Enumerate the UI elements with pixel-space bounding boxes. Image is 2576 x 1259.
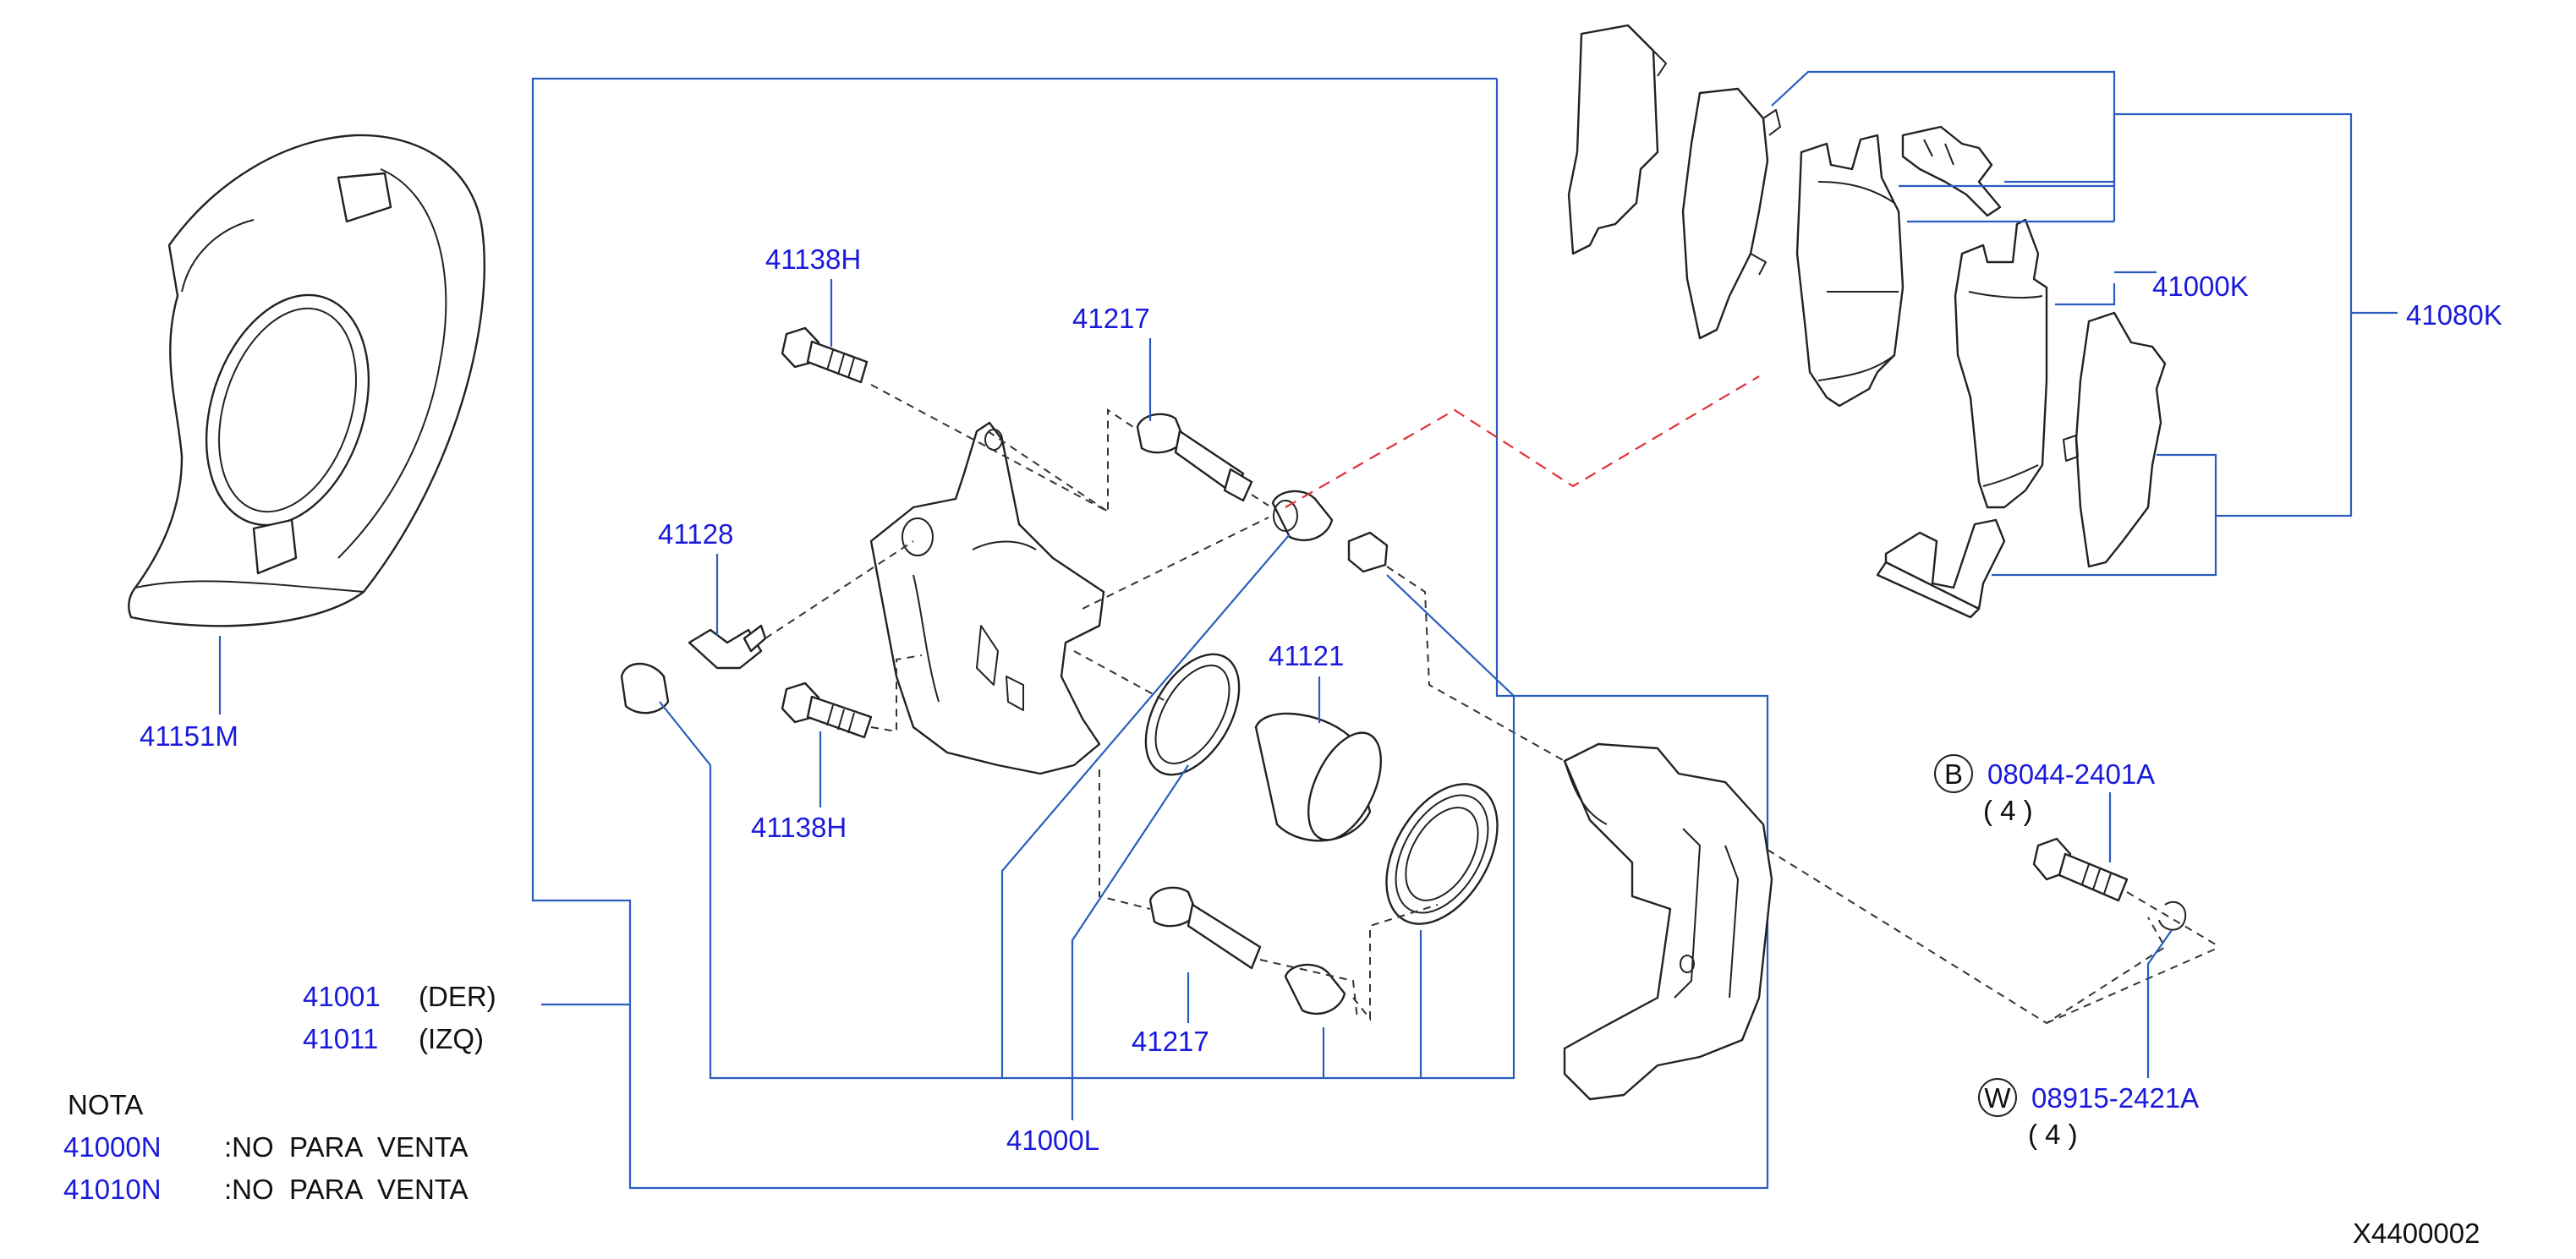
note-part-2: 41010N <box>63 1174 162 1205</box>
piston <box>1254 712 1383 842</box>
caliper-bracket <box>1563 742 1773 1101</box>
caliper-body <box>869 421 1105 775</box>
bleeder-screw <box>688 624 767 670</box>
label-41138H-lower: 41138H <box>751 812 847 843</box>
washer-symbol-letter: W <box>1984 1082 2011 1114</box>
label-41217-upper: 41217 <box>1072 303 1150 334</box>
note-text-1: :NO PARA VENTA <box>224 1131 469 1163</box>
diagram-code: X4400002 <box>2353 1218 2480 1249</box>
label-41001: 41001 <box>303 981 381 1012</box>
pin-boot-cap <box>1347 531 1389 573</box>
outer-shim <box>1567 24 1667 255</box>
lock-washer <box>2158 900 2187 931</box>
note-part-1: 41000N <box>63 1131 162 1163</box>
washer-quantity: ( 4 ) <box>2028 1119 2078 1150</box>
label-41001-side: (DER) <box>419 981 496 1012</box>
label-41000K: 41000K <box>2152 271 2249 302</box>
guide-bolt-lower <box>781 682 873 739</box>
label-41080K: 41080K <box>2406 299 2502 331</box>
guide-pin-lower <box>1148 886 1262 970</box>
note-block: NOTA 41000N :NO PARA VENTA 41010N :NO PA… <box>63 1089 469 1205</box>
brake-pad-outer <box>1795 134 1905 408</box>
label-41121: 41121 <box>1269 640 1344 671</box>
label-41000L: 41000L <box>1006 1125 1099 1156</box>
inner-shim <box>2063 311 2167 568</box>
piston-seal-ring <box>1144 653 1241 776</box>
leader-lines <box>218 70 2398 1120</box>
washer-symbol-circle <box>1978 1078 2017 1117</box>
dust-shield <box>128 134 485 627</box>
label-41128: 41128 <box>658 518 733 550</box>
bleeder-cap <box>620 662 670 714</box>
guide-pin-upper <box>1136 413 1253 502</box>
pad-link-dash <box>1285 375 1760 508</box>
label-41011-side: (IZQ) <box>419 1023 484 1054</box>
brake-pad-inner <box>1954 218 2048 509</box>
assembly-frame <box>531 77 1769 1190</box>
note-text-2: :NO PARA VENTA <box>224 1174 469 1205</box>
note-title: NOTA <box>68 1089 143 1120</box>
label-41151M: 41151M <box>140 720 238 752</box>
guide-bolt-upper <box>781 326 869 384</box>
label-41138H-upper: 41138H <box>765 244 861 275</box>
label-08044-2401A: 08044-2401A <box>1987 758 2155 790</box>
pin-boot-upper <box>1271 490 1334 542</box>
assembly-dashes <box>765 384 2221 1025</box>
bolt-quantity: ( 4 ) <box>1983 795 2033 826</box>
piston-boot <box>1385 783 1499 925</box>
label-41011: 41011 <box>303 1023 378 1054</box>
bolt-symbol-circle <box>1934 754 1973 793</box>
part-number-labels: 41151M 41138H 41217 41128 41138H 41121 4… <box>140 244 2502 1156</box>
pad-retainer-clip <box>1876 518 2006 619</box>
anti-squeal-shim-outer <box>1681 87 1781 340</box>
label-08915-2421A: 08915-2421A <box>2031 1082 2199 1114</box>
label-41217-lower: 41217 <box>1132 1026 1209 1057</box>
bolt-symbol-letter: B <box>1944 758 1963 790</box>
pin-boot-lower <box>1284 963 1346 1015</box>
mounting-bolt <box>2032 837 2129 902</box>
wear-indicator-clip <box>1901 125 2002 217</box>
